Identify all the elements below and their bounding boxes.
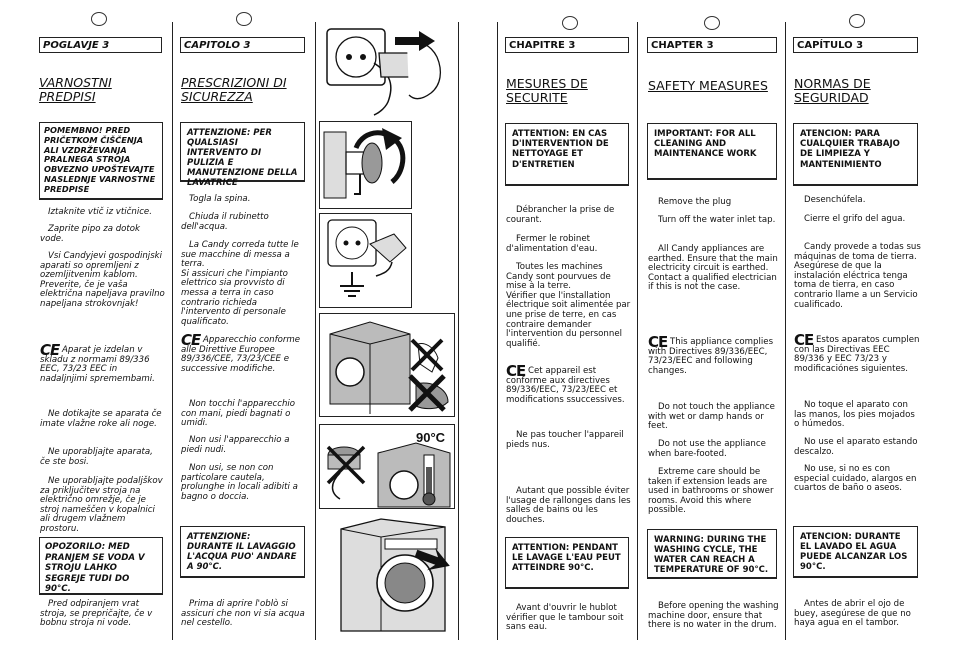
column-divider: [172, 22, 173, 640]
page-number-marker: [704, 16, 720, 30]
warning-box: POMEMBNO! PRED PRIČETKOM ČIŠČENJA ALI VZ…: [39, 122, 163, 200]
paragraph: Do not touch the appliance with wet or d…: [648, 402, 775, 432]
ce-mark-icon: CE: [506, 362, 526, 380]
paragraph: Cet appareil est conforme aux directives…: [506, 366, 625, 405]
paragraph: Toutes les machines Candy sont pourvues …: [506, 262, 631, 349]
paragraph: Pred odpiranjem vrat stroja, se prepriča…: [40, 599, 153, 629]
paragraph: Ne uporabljajte podaljškov za priključit…: [40, 476, 163, 534]
paragraph: Togla la spina.: [189, 194, 251, 204]
section-title: VARNOSTNI PREDPISI: [39, 75, 112, 104]
ce-mark-icon: CE: [181, 331, 201, 349]
earth-icon: [327, 219, 407, 297]
paragraph: Estos aparatos cumplen con las Directiva…: [794, 335, 920, 374]
warning-box: WARNING: DURING THE WASHING CYCLE, THE W…: [647, 529, 777, 579]
extension-lead-prohibited-icon: [326, 442, 451, 508]
ce-mark-icon: CE: [648, 333, 668, 351]
paragraph: Remove the plug: [658, 197, 732, 207]
chapter-heading: POGLAVJE 3: [39, 37, 162, 53]
paragraph: Ne uporabljajte aparata, če ste bosi.: [40, 447, 153, 467]
column-divider: [315, 22, 316, 640]
warning-box: ATTENTION: EN CAS D'INTERVENTION DE NETT…: [505, 123, 629, 186]
paragraph: Débrancher la prise de courant.: [506, 205, 615, 225]
paragraph: Antes de abrir el ojo de buey, asegúrese…: [794, 599, 911, 629]
paragraph: Prima di aprire l'oblò si assicuri che n…: [181, 599, 305, 629]
earth-socket-illustration: [319, 213, 412, 308]
warning-box: OPOZORILO: MED PRANJEM SE VODA V STROJU …: [39, 537, 163, 595]
chapter-heading: CHAPITRE 3: [505, 37, 629, 53]
plug-socket-icon: [326, 28, 442, 116]
section-title: PRESCRIZIONI DI SICUREZZA: [181, 75, 287, 104]
paragraph: La Candy correda tutte le sue macchine d…: [181, 240, 299, 327]
paragraph: Chiuda il rubinetto dell'acqua.: [181, 212, 269, 232]
page-number-marker: [91, 12, 107, 26]
column-divider: [497, 22, 498, 640]
paragraph: Non usi, se non con particolare cautela,…: [181, 463, 298, 502]
warning-box: ATTENZIONE: DURANTE IL LAVAGGIO L'ACQUA …: [180, 526, 305, 578]
paragraph: Extreme care should be taken if extensio…: [648, 467, 774, 516]
warning-box: ATTENTION: PENDANT LE LAVAGE L'EAU PEUT …: [505, 537, 629, 589]
paragraph: Apparecchio conforme alle Direttive Euro…: [181, 335, 301, 374]
wet-feet-illustration: [319, 313, 455, 417]
paragraph: Candy provede a todas sus máquinas de to…: [794, 242, 921, 310]
extension-temperature-illustration: 90°C: [319, 424, 455, 509]
paragraph: Non usi l'apparecchio a piedi nudi.: [181, 435, 290, 455]
paragraph: All Candy appliances are earthed. Ensure…: [648, 244, 778, 293]
paragraph: Non tocchi l'apparecchio con mani, piedi…: [181, 399, 296, 429]
section-title: SAFETY MEASURES: [648, 78, 768, 93]
warning-box: IMPORTANT: FOR ALL CLEANING AND MAINTENA…: [647, 123, 777, 180]
temperature-label: 90°C: [416, 430, 446, 445]
paragraph-ce: CE Apparecchio conforme alle Direttive E…: [181, 333, 306, 374]
washing-machine-icon: [340, 518, 450, 632]
warning-box: ATTENZIONE: PER QUALSIASI INTERVENTO DI …: [180, 122, 305, 188]
chapter-heading: CAPÍTULO 3: [793, 37, 918, 53]
unplug-illustration: [319, 23, 455, 117]
paragraph-ce: CE Aparat je izdelan v skladu z normami …: [40, 343, 164, 384]
paragraph: Ne dotikajte se aparata če imate vlažne …: [40, 409, 162, 429]
paragraph: Fermer le robinet d'alimentation d'eau.: [506, 234, 598, 254]
water-tap-icon: [323, 128, 406, 199]
paragraph: Autant que possible éviter l'usage de ra…: [506, 486, 631, 525]
chapter-heading: CAPITOLO 3: [180, 37, 305, 53]
paragraph: Desenchúfela.: [804, 195, 866, 205]
paragraph: No use el aparato estando descalzo.: [794, 437, 918, 457]
paragraph: Aparat je izdelan v skladu z normami 89/…: [40, 345, 155, 384]
ce-mark-icon: CE: [794, 331, 814, 349]
door-illustration: [319, 513, 455, 636]
paragraph: This appliance complies with Directives …: [648, 337, 774, 376]
paragraph: Vsi Candyjevi gospodinjski aparati so op…: [40, 251, 165, 309]
paragraph: No toque el aparato con las manos, los p…: [794, 400, 915, 430]
warning-box: ATENCION: PARA CUALQUIER TRABAJO DE LIMP…: [793, 123, 918, 186]
paragraph-ce: CE Estos aparatos cumplen con las Direct…: [794, 333, 921, 374]
page-number-marker: [849, 14, 865, 28]
warning-box: ATENCION: DURANTE EL LAVADO EL AGUA PUED…: [793, 526, 918, 578]
paragraph-ce: CE Cet appareil est conforme aux directi…: [506, 364, 631, 405]
column-divider: [785, 22, 786, 640]
paragraph: Avant d'ouvrir le hublot vérifier que le…: [506, 603, 624, 633]
column-divider: [458, 22, 459, 640]
section-title: NORMAS DE SEGURIDAD: [794, 76, 871, 105]
paragraph: Cierre el grifo del agua.: [804, 214, 906, 224]
paragraph: Iztaknite vtič iz vtičnice.: [48, 207, 152, 217]
paragraph: Turn off the water inlet tap.: [658, 215, 776, 225]
paragraph: Do not use the appliance when bare-foote…: [648, 439, 766, 459]
column-divider: [637, 22, 638, 640]
paragraph-ce: CE This appliance complies with Directiv…: [648, 335, 780, 376]
ce-mark-icon: CE: [40, 341, 60, 359]
section-title: MESURES DE SECURITE: [506, 76, 588, 105]
page-number-marker: [562, 16, 578, 30]
chapter-heading: CHAPTER 3: [647, 37, 777, 53]
paragraph: Before opening the washing machine door,…: [648, 601, 779, 631]
paragraph: No use, si no es con especial cuidado, a…: [794, 464, 917, 494]
washing-machine-prohibited-icon: [329, 321, 449, 414]
paragraph: Ne pas toucher l'appareil pieds nus.: [506, 430, 624, 450]
paragraph: Zaprite pipo za dotok vode.: [40, 224, 141, 244]
page-number-marker: [236, 12, 252, 26]
tap-illustration: [319, 121, 412, 209]
